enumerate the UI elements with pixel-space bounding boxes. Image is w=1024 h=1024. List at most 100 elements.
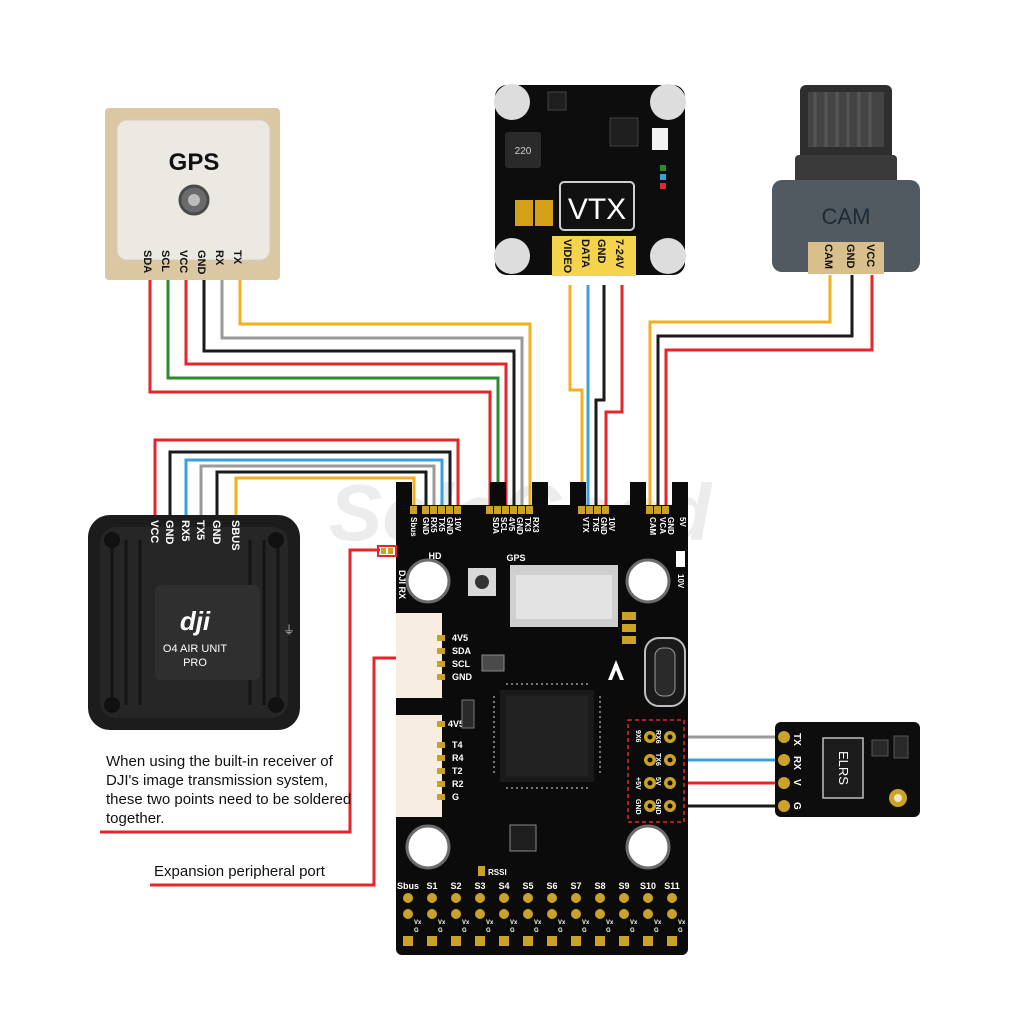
gps-pin-label: RX [213, 250, 225, 266]
fc-motor-row-label: Vx [438, 920, 446, 926]
vtx-title: VTX [568, 193, 626, 226]
fc-motor-row-label: G [438, 928, 443, 934]
fc-pin-label: 10V [453, 517, 462, 532]
expansion-note: Expansion peripheral port [154, 863, 326, 880]
solder-pad [547, 909, 557, 919]
fc-pin-label: CAM [648, 517, 657, 536]
fc-pin-label: Sbus [409, 517, 418, 537]
solder-pad [571, 893, 581, 903]
solder-pad [643, 893, 653, 903]
leader-bridge-note [100, 548, 380, 834]
fc-motor-row-label: G [534, 928, 539, 934]
wire-gps-vcc [184, 280, 508, 510]
fc-pin-label: GND [515, 517, 524, 535]
elrs-title: ELRS [836, 751, 851, 785]
elrs-pin-label: V [791, 779, 802, 786]
mount-hole [625, 558, 671, 604]
fc-aux-pin-labels: 4V5 T4 R4 T2 R2 G [448, 719, 464, 802]
wire-vtx-power [604, 285, 624, 510]
solder-pad [619, 936, 629, 946]
wire-dji-vcc [153, 438, 460, 518]
fc-gps-pin-labels: RX3 TX3 GND 4V5 SCL SDA [491, 517, 540, 535]
bridge-note: When using the built-in receiver of DJI'… [106, 753, 355, 827]
dji-pin-label: GND [210, 520, 222, 545]
wire-dji-tx5 [199, 464, 436, 518]
fc-motor-row-label: G [582, 928, 587, 934]
cam-title: CAM [822, 204, 871, 229]
solder-pad [667, 909, 677, 919]
fc-motor-row-label: Vx [630, 920, 638, 926]
dji-pin-labels: VCC GND RX5 TX5 GND SBUS [148, 520, 241, 551]
solder-pad [475, 909, 485, 919]
fc-pin-label: GND [421, 517, 430, 535]
fc-pin-label: GND [654, 799, 661, 815]
wire-cam-gnd [656, 275, 854, 510]
fc-pin-label: R4 [452, 753, 464, 763]
dji-logo: dji [180, 606, 211, 636]
fc-pin-label: GND [452, 672, 473, 682]
wire-vtx-video [568, 285, 584, 510]
fc-pin-label: +5V [634, 777, 641, 790]
solder-pad [475, 893, 485, 903]
fc-10v-label: 10V [676, 574, 685, 589]
elrs-pin-labels: TX RX V G [791, 733, 802, 810]
fc-pin-label: VCA [658, 517, 667, 534]
fc-motor-header-label: S1 [426, 881, 437, 891]
fc-pin-label: RX3 [531, 517, 540, 533]
fc-pin-label: R2 [452, 779, 464, 789]
gps-module: GPS SDA SCL VCC GND RX TX [105, 108, 280, 280]
fc-motor-row-label: G [606, 928, 611, 934]
elrs-pads [778, 731, 790, 812]
fc-pin-label: 10V [607, 517, 616, 532]
fc-pin-label: TX6 [654, 753, 661, 766]
dji-pin-label: SBUS [229, 520, 241, 551]
solder-pad [619, 909, 629, 919]
solder-pad [427, 936, 437, 946]
fc-motor-header-label: Sbus [397, 881, 419, 891]
fc-motor-header-label: S3 [474, 881, 485, 891]
fc-pin-label: T2 [452, 766, 463, 776]
wire-dji-gnd [168, 450, 452, 518]
fc-motor-row-label: Vx [534, 920, 542, 926]
bridge-note-line: When using the built-in receiver of [106, 753, 334, 770]
mount-hole [625, 824, 671, 870]
wires [100, 275, 874, 887]
fc-pin-label: SDA [491, 517, 500, 534]
fc-pin-label: 9X6 [634, 730, 641, 743]
fc-pin-label: SDA [452, 646, 472, 656]
fc-motor-row-label: G [654, 928, 659, 934]
solder-pad [427, 909, 437, 919]
fc-pin-label: GND [599, 517, 608, 535]
gps-pin-label: GND [195, 250, 207, 275]
wire-dji-rx5 [184, 458, 444, 518]
dji-model-line1: O4 AIR UNIT [163, 643, 227, 655]
fc-motor-row-label: G [678, 928, 683, 934]
fc-hd-label: HD [429, 551, 442, 561]
fc-pin-label: 5V [678, 517, 687, 527]
vtx-module: 220 VTX VIDEO DATA GND 7-24V [494, 84, 686, 276]
fc-pin-label: T4 [452, 740, 463, 750]
solder-pad [499, 909, 509, 919]
fc-motor-row-label: G [486, 928, 491, 934]
wire-vtx-gnd [594, 285, 606, 510]
wire-gps-scl [166, 280, 500, 510]
boot-button-icon [475, 575, 489, 589]
solder-pad [595, 936, 605, 946]
solder-pad [595, 909, 605, 919]
wire-gps-gnd [202, 280, 516, 510]
wire-gps-tx [238, 280, 532, 510]
fc-pin-label: 4V5 [452, 633, 468, 643]
fc-motor-row-label: Vx [414, 920, 422, 926]
fc-motor-header-label: S6 [546, 881, 557, 891]
fc-pin-label: 4V5 [507, 517, 516, 532]
solder-pad [475, 936, 485, 946]
cam-pin-label: VCC [864, 244, 876, 267]
fc-motor-header-label: S9 [618, 881, 629, 891]
vtx-pin-label: DATA [579, 239, 591, 268]
fc-pin-label: G [452, 792, 459, 802]
fc-vtx-pin-labels: 10V GND TX5 VTX [581, 517, 616, 535]
wire-dji-gnd2 [215, 470, 428, 518]
solder-pad [547, 893, 557, 903]
brand-logo-icon [608, 660, 624, 680]
